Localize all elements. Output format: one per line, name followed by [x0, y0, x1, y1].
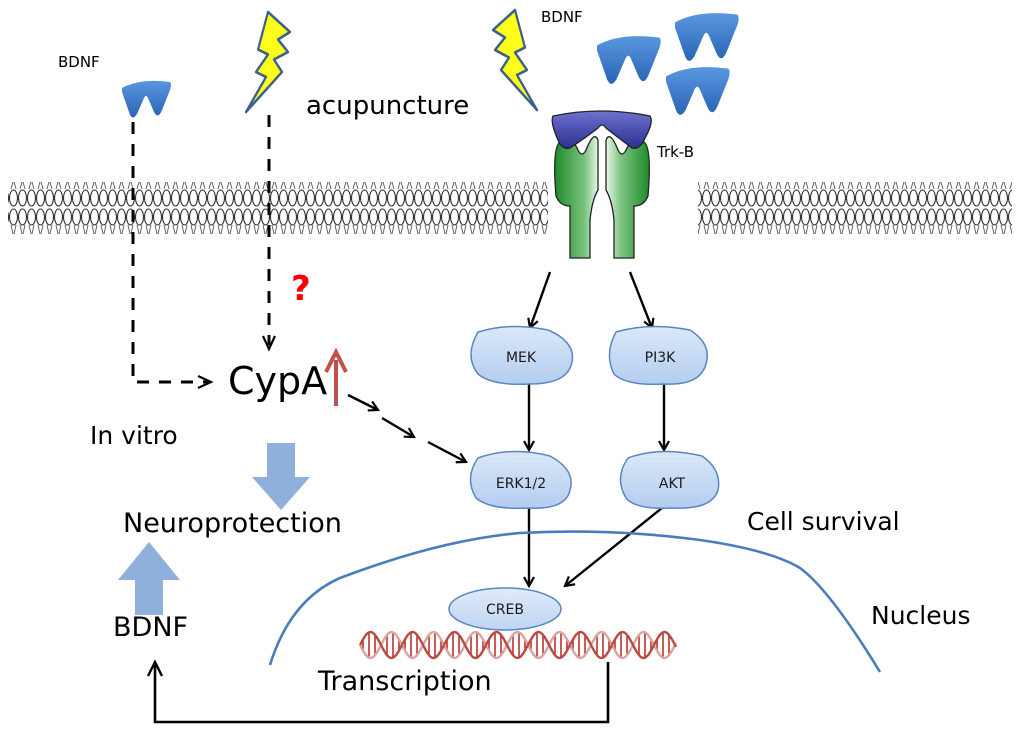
arrow-trkb-pi3k [628, 271, 652, 328]
question-mark-icon: ? [291, 269, 311, 309]
label-neuroprotection: Neuroprotection [123, 508, 342, 539]
node-akt-label: AKT [659, 476, 686, 492]
dna-helix-icon [358, 630, 678, 660]
arrow-trkb-mek [530, 271, 552, 328]
trkb-receptor [548, 110, 698, 259]
node-erk-label: ERK1/2 [496, 476, 546, 492]
block-arrow-bdnf-neuroprotection [118, 542, 180, 615]
bdnf-protein-right-1 [597, 36, 661, 84]
dna-strand-1 [358, 630, 678, 660]
arrow-transcription-bdnf [153, 662, 610, 724]
dna-strand-2 [358, 630, 678, 660]
dashed-arrowhead-bdnf [197, 375, 214, 389]
label-nucleus: Nucleus [871, 601, 971, 630]
label-acupuncture: acupuncture [306, 91, 470, 121]
node-creb-label: CREB [486, 602, 524, 618]
node-akt: AKT [619, 450, 720, 510]
block-arrow-cypa-neuroprotection [252, 443, 310, 510]
bdnf-protein-right-3 [666, 67, 730, 115]
nucleus-envelope [268, 530, 882, 673]
node-pi3k: PI3K [608, 325, 708, 386]
dashed-arrowhead-acupuncture [262, 335, 276, 352]
dashed-arrow-bdnf-cypa [131, 122, 208, 384]
node-mek: MEK [470, 325, 574, 386]
label-bdnf-left: BDNF [58, 53, 100, 71]
label-trkb: Trk-B [657, 143, 694, 161]
label-in-vitro: In vitro [90, 421, 178, 450]
label-bdnf-bottom: BDNF [113, 612, 189, 643]
arrowhead-transcription-bdnf [146, 659, 164, 677]
upregulation-arrow-icon [324, 347, 348, 406]
node-erk: ERK1/2 [469, 450, 572, 510]
cell-membrane [8, 182, 1012, 234]
label-bdnf-right: BDNF [541, 8, 583, 26]
node-mek-label: MEK [506, 350, 537, 366]
bdnf-protein-right-2 [675, 13, 739, 61]
lightning-icon-right [491, 8, 539, 112]
node-pi3k-label: PI3K [645, 350, 676, 366]
label-transcription: Transcription [318, 666, 492, 697]
label-cypa: CypA [228, 359, 328, 403]
label-cell-survival: Cell survival [747, 507, 900, 536]
bdnf-protein-left [122, 80, 171, 118]
arrow-akt-creb [565, 507, 663, 586]
node-creb: CREB [448, 587, 562, 631]
lightning-icon-acupuncture [244, 10, 292, 114]
arrow-cypa-erk [347, 393, 466, 462]
